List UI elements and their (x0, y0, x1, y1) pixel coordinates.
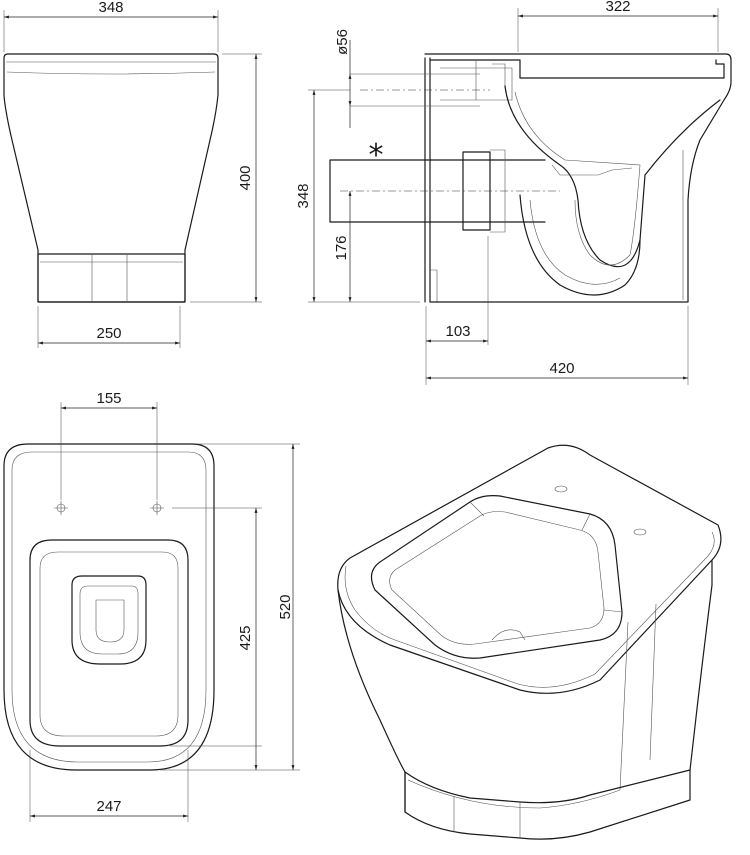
dim-ext (425, 236, 489, 345)
fixing-hole-left (54, 501, 68, 515)
side-section-view: 322 ø56 * 348 176 103 420 (295, 0, 732, 385)
side-bowl-inner (514, 91, 641, 266)
dim-ext (37, 306, 181, 348)
iso-rim-outer-2 (344, 531, 715, 688)
dim-bowl-width: 247 (96, 798, 121, 815)
outlet-marker: * (369, 138, 384, 173)
iso-fixing-hole-2 (633, 528, 647, 536)
dim-bowl-length: 425 (237, 625, 254, 650)
side-bowl-outer (504, 85, 721, 268)
dim-ext (308, 89, 420, 303)
iso-body-edge-2 (649, 603, 657, 761)
plan-drain-core (95, 599, 125, 643)
side-wall (424, 57, 431, 303)
iso-drain (491, 629, 526, 641)
iso-base (404, 769, 691, 840)
iso-body-left (337, 589, 406, 813)
iso-body-edge (619, 621, 629, 791)
plan-bowl-inner (39, 551, 179, 737)
side-wall-foot (430, 269, 438, 302)
front-body-outline (3, 53, 219, 303)
dim-fixing-holes-distance: 155 (96, 390, 121, 407)
dim-plan-length: 520 (277, 594, 294, 619)
iso-base-line (407, 779, 621, 809)
front-rim-line-2 (6, 71, 216, 75)
front-base (37, 253, 186, 303)
iso-bowl-outer (370, 495, 623, 659)
dim-ext (29, 750, 189, 822)
side-trap-inner (529, 199, 621, 285)
plan-outline-inner (11, 451, 207, 763)
dim-ext (170, 507, 262, 747)
side-rim (429, 59, 725, 79)
dim-front-base-width: 250 (96, 325, 121, 342)
side-body-outline (424, 53, 732, 303)
plan-bowl-outer (29, 539, 189, 747)
dim-outlet-axis-height: 176 (333, 235, 350, 260)
plan-drain-inner (79, 585, 139, 655)
outlet-pipe (329, 159, 546, 223)
dim-front-height: 400 (237, 165, 254, 190)
dim-side-depth: 420 (549, 360, 574, 377)
iso-bowl-depth (469, 501, 623, 613)
dim-side-overall-depth: 322 (605, 0, 630, 15)
side-trap (519, 194, 641, 296)
isometric-view (337, 444, 722, 840)
plan-outline (3, 443, 215, 771)
dim-ext (3, 10, 219, 52)
iso-body-right (689, 559, 713, 771)
dim-ext (60, 402, 158, 500)
iso-rim-outer (337, 444, 722, 694)
iso-fixing-hole-1 (554, 485, 568, 493)
dim-pipe-diameter: ø56 (334, 29, 351, 55)
dim-ext (160, 443, 300, 771)
plan-drain-outer (71, 575, 147, 665)
iso-base-seg (453, 796, 521, 838)
side-trap-water (551, 164, 633, 176)
dim-outlet-offset: 103 (445, 323, 470, 340)
inlet-pipe (350, 73, 480, 107)
plan-view: 155 520 425 247 (3, 390, 300, 822)
fixing-hole-right (150, 501, 164, 515)
iso-bowl-inner (389, 511, 605, 645)
dim-front-width-top: 348 (98, 0, 123, 16)
outlet-pipe-collar (462, 151, 491, 231)
front-view: 348 400 250 (3, 0, 262, 348)
dim-outlet-height: 348 (295, 183, 312, 208)
side-rim-detail (475, 60, 506, 100)
